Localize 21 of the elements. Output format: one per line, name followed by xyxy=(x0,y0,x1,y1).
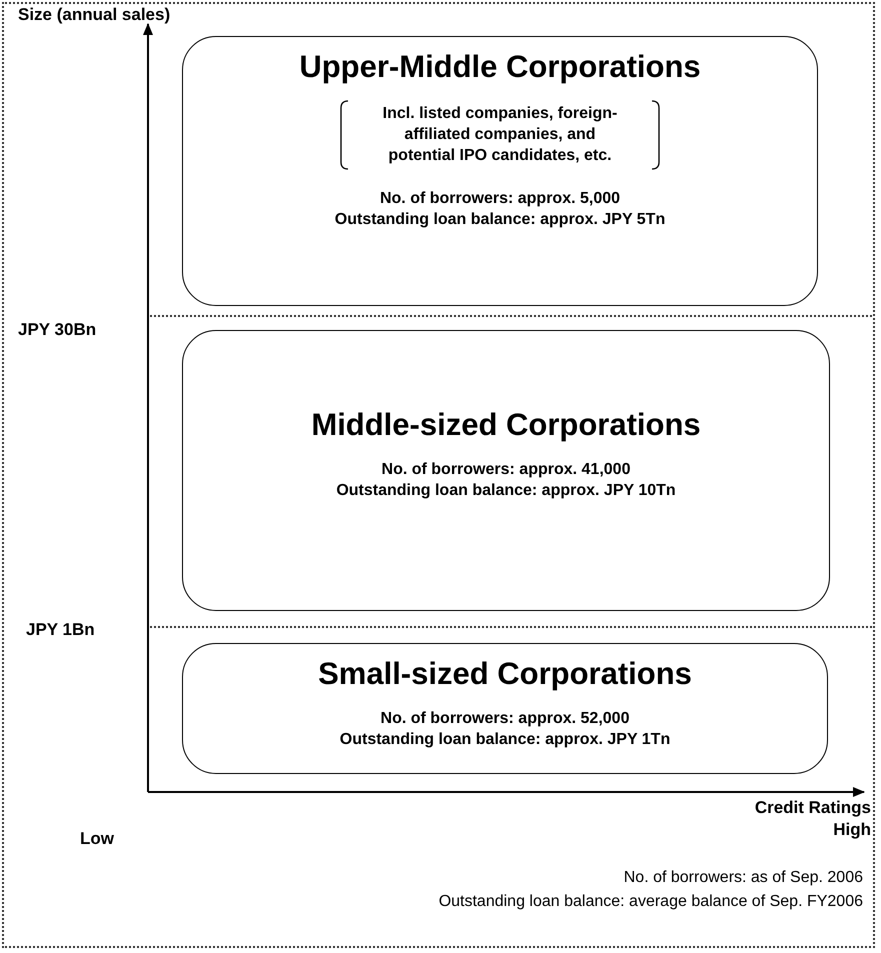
segment-box xyxy=(182,330,830,611)
segment-box xyxy=(182,36,818,306)
tick-label: JPY 1Bn xyxy=(26,620,95,640)
segment-stats: Outstanding loan balance: approx. JPY 10Tn xyxy=(336,481,676,501)
segment-note: Incl. listed companies, foreign-affiliated companies, and potential IPO candidates, etc. xyxy=(382,105,618,164)
tick-label: JPY 30Bn xyxy=(18,320,96,340)
segment-title: Small-sized Corporations xyxy=(318,656,692,692)
segment-title: Upper-Middle Corporations xyxy=(299,49,701,85)
segment-stats: No. of borrowers: approx. 41,000 xyxy=(382,460,630,480)
footnote: Outstanding loan balance: average balance of Sep. FY2006 xyxy=(438,893,863,911)
segment-box xyxy=(182,643,828,774)
segment-stats: Outstanding loan balance: approx. JPY 1Tn xyxy=(340,730,670,750)
axis-label: Size (annual sales) xyxy=(18,5,170,25)
axis-label: High xyxy=(833,820,871,840)
segment-title: Middle-sized Corporations xyxy=(311,407,701,443)
footnote: No. of borrowers: as of Sep. 2006 xyxy=(624,869,863,887)
segment-stats: Outstanding loan balance: approx. JPY 5Tn xyxy=(334,210,666,230)
axis-label: Credit Ratings xyxy=(754,798,871,818)
axis-label: Low xyxy=(80,829,114,849)
segment-stats: No. of borrowers: approx. 5,000 xyxy=(380,189,620,209)
segment-stats: No. of borrowers: approx. 52,000 xyxy=(380,709,630,729)
